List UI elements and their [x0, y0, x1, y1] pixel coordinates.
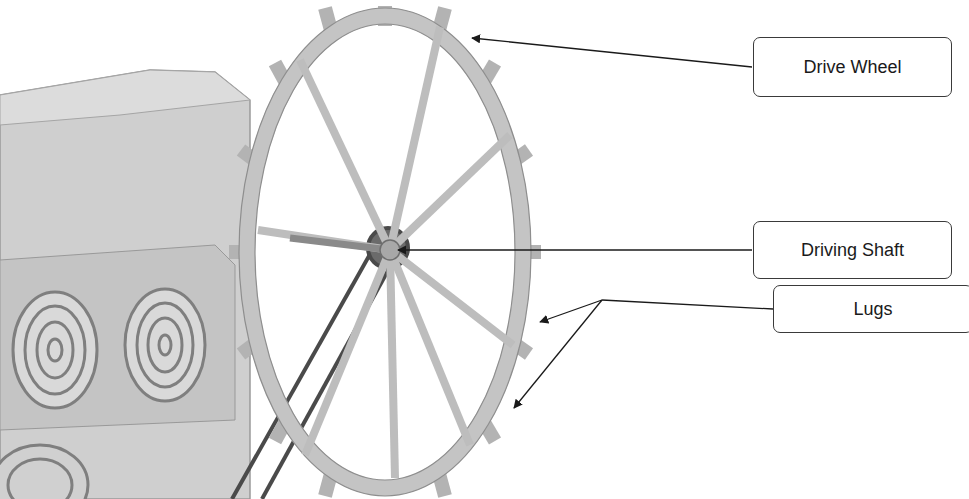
wheel-lug: [229, 6, 541, 496]
wheel-rim: [239, 8, 531, 496]
callout-box: Drive Wheel: [753, 37, 952, 97]
callout-box: Driving Shaft: [753, 221, 952, 279]
callout-label: Driving Shaft: [801, 240, 904, 261]
driving-shaft: [290, 238, 400, 260]
leader-line: [398, 38, 773, 408]
callout-box: Lugs: [773, 285, 969, 333]
callout-label: Drive Wheel: [803, 57, 901, 78]
machine-body: [0, 70, 250, 499]
wheel-spoke: [258, 27, 513, 478]
fan-grill: [0, 289, 205, 499]
callout-label: Lugs: [853, 299, 892, 320]
